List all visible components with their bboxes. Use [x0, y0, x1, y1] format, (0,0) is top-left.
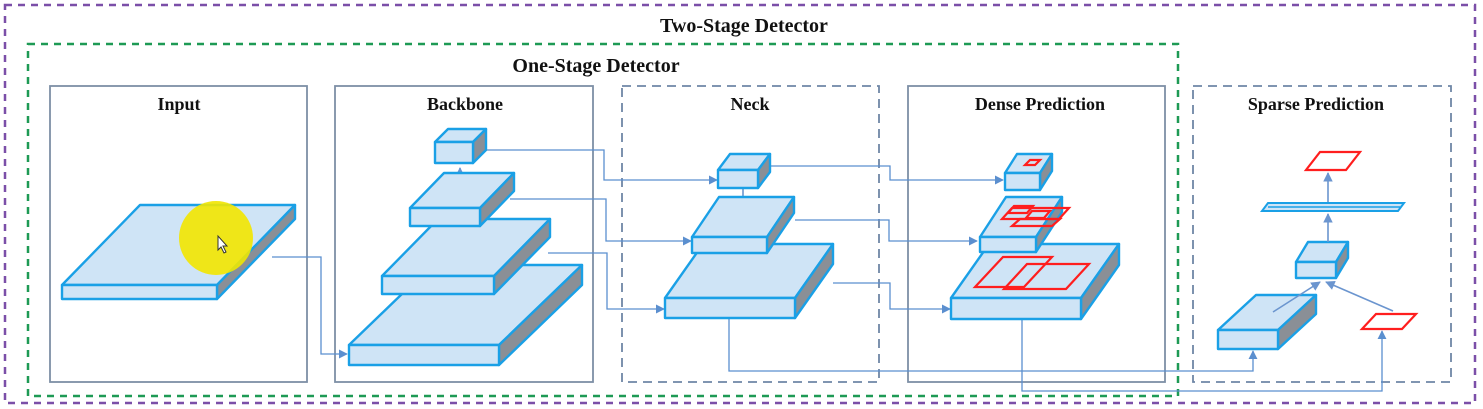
backbone-panel [334, 85, 594, 383]
connection-lines [272, 149, 1387, 392]
backbone-block-3-front [380, 274, 496, 296]
backbone-block-4 [347, 263, 584, 367]
input-image-block [60, 203, 297, 301]
neck-block-2-front [690, 235, 769, 255]
backbone-block-2-front [408, 206, 482, 228]
backbone-block-3 [380, 217, 552, 296]
sparse-prediction-boxes [1303, 150, 1419, 331]
neck-panel [621, 85, 880, 383]
mouse-cursor-highlight [179, 201, 253, 275]
neck-block-2 [690, 195, 796, 255]
sparse-block-large [1216, 293, 1318, 351]
sparse-flat-layer [1260, 202, 1406, 212]
sparse-prediction-arrows [1272, 172, 1394, 313]
two-stage-detector-frame [3, 3, 1477, 405]
dense-prediction-title: Dense Prediction [975, 94, 1105, 114]
neck-block-1 [716, 152, 772, 190]
dense-block-3 [949, 242, 1121, 321]
backbone-title: Backbone [427, 94, 503, 114]
input-image-block-front [60, 283, 219, 301]
dense-block-2-front [978, 235, 1038, 254]
neck-block-3 [663, 242, 835, 320]
sparse-block-small-front [1294, 260, 1338, 280]
backbone-block-4-front [347, 343, 501, 367]
backbone-block-1-front [433, 140, 475, 165]
sparse-block-small [1294, 240, 1350, 280]
dense-block-1-front [1003, 171, 1042, 192]
dense-block-1 [1003, 152, 1054, 192]
one-stage-detector-frame [26, 42, 1180, 398]
sparse-prediction-panel [1192, 85, 1452, 383]
neck-block-1-front [716, 168, 760, 190]
input-panel [49, 85, 308, 383]
two-stage-detector-title: Two-Stage Detector [660, 15, 828, 37]
backbone-block-2 [408, 171, 516, 228]
dense-block-3-front [949, 296, 1083, 321]
feature-blocks [60, 127, 1350, 367]
neck-title: Neck [731, 94, 770, 114]
input-title: Input [157, 94, 200, 114]
backbone-block-1 [433, 127, 488, 165]
one-stage-detector-title: One-Stage Detector [512, 55, 679, 77]
dense-prediction-panel [907, 85, 1166, 383]
dense-prediction-boxes [972, 158, 1092, 291]
neck-block-3-front [663, 296, 797, 320]
sparse-prediction-title: Sparse Prediction [1248, 94, 1384, 114]
sparse-block-large-front [1216, 328, 1280, 351]
